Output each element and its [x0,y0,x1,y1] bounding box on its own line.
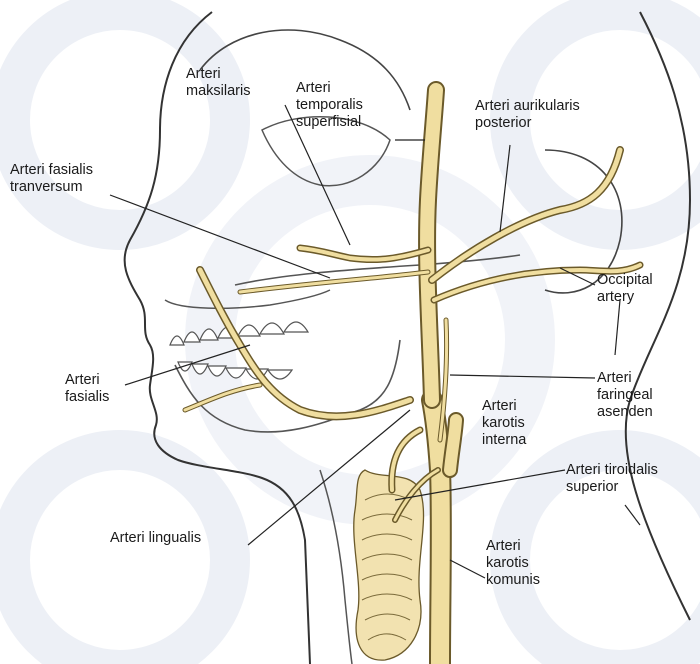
label-arteri-fasialis: Arteri fasialis [65,372,109,406]
label-arteri-tiroidalis-superior: Arteri tiroidalis superior [566,462,658,496]
label-occipital-artery: Occipital artery [597,272,653,306]
leader-aurikularis [500,145,510,232]
label-arteri-fasialis-tranversum: Arteri fasialis tranversum [10,162,93,196]
hyoid-larynx-outline [320,470,352,664]
leader-fasialis-tranversum [110,195,330,278]
back-of-head-outline [626,12,690,620]
label-arteri-faringeal-asenden: Arteri faringeal asenden [597,370,653,421]
mandible-outline [175,340,400,432]
label-arteri-lingualis: Arteri lingualis [110,530,201,547]
label-arteri-karotis-interna: Arteri karotis interna [482,398,526,449]
leader-fasialis [125,345,250,385]
leader-faringeal [450,375,595,378]
leader-back-occipital [615,300,620,355]
leader-karotis-komunis [450,560,485,578]
thyroid-gland [354,470,424,660]
label-arteri-karotis-komunis: Arteri karotis komunis [486,538,540,589]
lower-teeth [178,362,292,379]
label-arteri-aurikularis-posterior: Arteri aurikularis posterior [475,98,580,132]
label-arteri-temporalis-superfisial: Arteri temporalis superfisial [296,80,363,131]
label-arteri-maksilaris: Arteri maksilaris [186,66,250,100]
leader-back-tiroid [625,505,640,525]
